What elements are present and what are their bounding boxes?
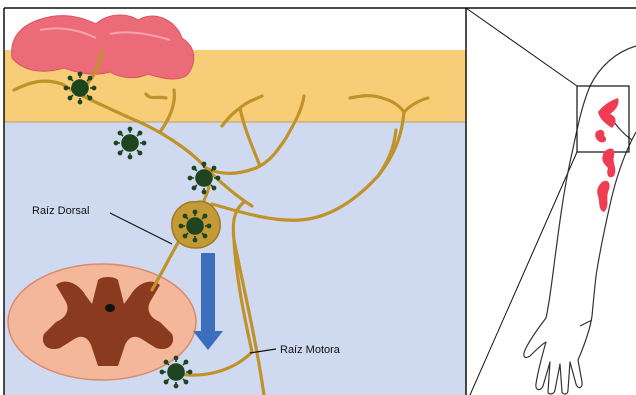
virus-particle bbox=[179, 210, 210, 241]
motor-root-label: Raíz Motora bbox=[280, 344, 341, 356]
dorsal-root-label: Raíz Dorsal bbox=[32, 205, 89, 217]
zoster-rash bbox=[595, 98, 618, 212]
zoom-line-top bbox=[466, 8, 577, 86]
central-canal bbox=[105, 304, 115, 312]
rash-patch bbox=[597, 181, 609, 212]
rash-patch bbox=[602, 149, 615, 178]
arm-outer-contour bbox=[524, 46, 636, 394]
virus-particle bbox=[160, 356, 191, 387]
virus-particle bbox=[64, 72, 95, 103]
rash-patch bbox=[595, 130, 606, 142]
arm-inner-contour bbox=[592, 132, 636, 316]
cross-section-panel: Raíz Dorsal Raíz Motora bbox=[4, 8, 466, 395]
skin-lesion bbox=[12, 15, 194, 79]
arm-outline bbox=[524, 46, 636, 394]
arm-panel bbox=[466, 8, 636, 395]
virus-particle bbox=[114, 127, 145, 158]
zoom-line-bottom bbox=[470, 152, 577, 395]
virus-particle bbox=[188, 162, 219, 193]
